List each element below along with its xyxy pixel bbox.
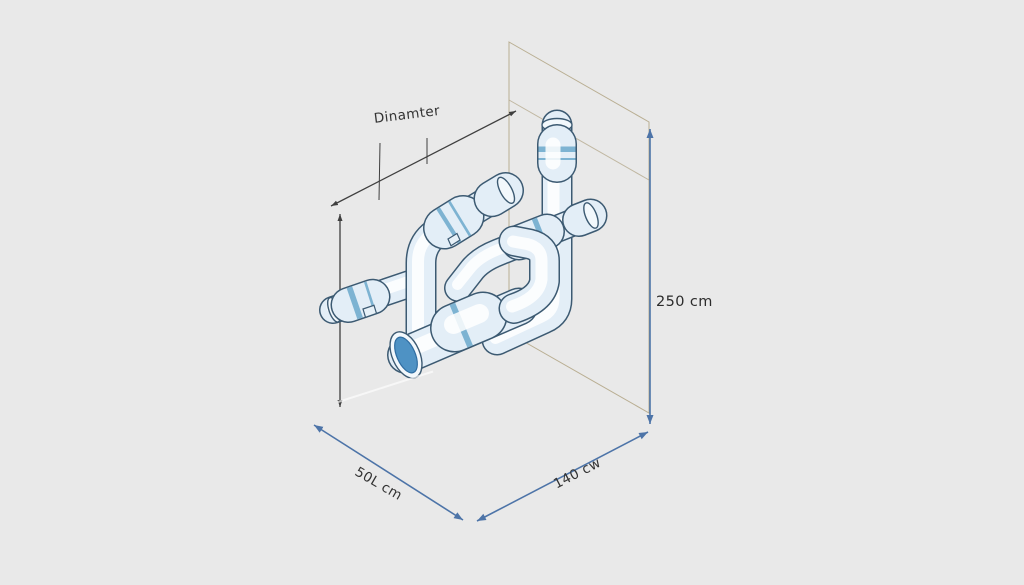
- pipe-assembly: [319, 109, 608, 403]
- return-bend-pipe: [498, 225, 560, 324]
- diameter-leader-line-left: [378, 142, 381, 201]
- wall-panel-seam: [508, 99, 650, 181]
- dimension-line-diameter: [330, 110, 517, 207]
- inlet-pipe-left: [319, 267, 431, 324]
- upper-branch-end-cap: [496, 176, 516, 205]
- front-vertical-pipe: [405, 172, 524, 351]
- flange-clamp-tab: [447, 232, 461, 247]
- riser-pipe: [481, 109, 577, 356]
- dimension-line-depth: [313, 424, 464, 521]
- open-pipe-bore: [394, 336, 418, 374]
- inlet-clamp-tab: [362, 304, 378, 319]
- dimension-label-height: 250 cm: [656, 294, 713, 310]
- dimension-annotations-blue: [313, 129, 654, 522]
- dimension-line-width: [476, 431, 649, 522]
- top-branch-end-cap: [583, 202, 599, 229]
- floor-highlight-line: [337, 370, 434, 403]
